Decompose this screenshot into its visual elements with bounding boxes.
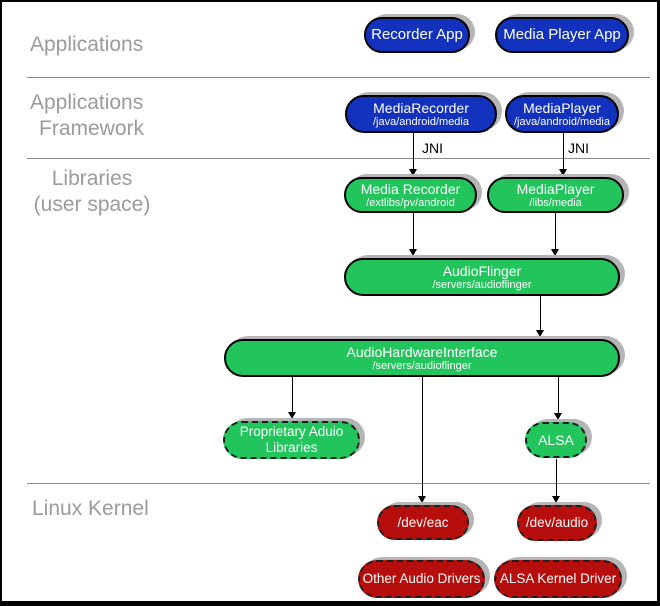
node-audiohardwareinterface: AudioHardwareInterface /servers/audiofli… bbox=[224, 339, 620, 377]
node-title: MediaPlayer bbox=[523, 99, 601, 116]
node-title: /dev/audio bbox=[525, 515, 589, 530]
node-title: AudioHardwareInterface bbox=[346, 343, 498, 360]
section-divider bbox=[27, 483, 650, 484]
arrowhead bbox=[409, 169, 417, 176]
node-alsa: ALSA bbox=[525, 422, 587, 458]
section-label-linux-kernel: Linux Kernel bbox=[32, 497, 149, 520]
node-media-player-app: Media Player App bbox=[495, 17, 629, 53]
section-divider bbox=[27, 77, 650, 78]
section-divider bbox=[27, 158, 650, 159]
connector-ahi-proprietary bbox=[292, 377, 293, 413]
section-label-libraries: Libraries (user space) bbox=[16, 166, 168, 218]
section-label-applications-framework: Applications Framework bbox=[30, 90, 144, 142]
node-mediaplayer-framework: MediaPlayer /java/android/media bbox=[505, 95, 619, 133]
connector-alsa-dev-audio bbox=[556, 459, 557, 497]
section-label-line: (user space) bbox=[33, 193, 151, 216]
node-alsa-kernel-driver: ALSA Kernel Driver bbox=[494, 560, 622, 598]
connector-mediaplayer-audioflinger bbox=[555, 213, 556, 250]
section-label-applications: Applications bbox=[30, 33, 144, 56]
node-audioflinger: AudioFlinger /servers/audioflinger bbox=[344, 258, 620, 296]
section-label-line: Applications bbox=[30, 91, 144, 114]
node-mediaplayer-library: MediaPlayer /libs/media bbox=[487, 177, 624, 213]
connector-audioflinger-ahi bbox=[540, 296, 541, 331]
node-recorder-app: Recorder App bbox=[364, 17, 470, 53]
node-other-audio-drivers: Other Audio Drivers bbox=[358, 560, 485, 598]
node-path: /java/android/media bbox=[513, 115, 610, 128]
node-title: ALSA bbox=[538, 432, 574, 448]
node-title: /dev/eac bbox=[397, 514, 449, 530]
section-label-line: Libraries bbox=[51, 167, 133, 190]
section-label-line: Framework bbox=[39, 117, 145, 140]
node-title: Other Audio Drivers bbox=[362, 571, 481, 586]
node-dev-audio: /dev/audio bbox=[517, 505, 597, 541]
connector-ahi-dev-eac bbox=[422, 377, 423, 497]
node-proprietary-audio-libraries: Proprietary Aduio Libraries bbox=[223, 421, 360, 459]
node-path: /servers/audioflinger bbox=[432, 278, 532, 291]
arrowhead bbox=[554, 413, 562, 420]
arrowhead bbox=[288, 412, 296, 419]
node-title: ALSA Kernel Driver bbox=[499, 571, 617, 586]
arrowhead bbox=[551, 249, 559, 256]
node-title: Libraries bbox=[265, 440, 318, 455]
node-title: Media Player App bbox=[503, 26, 621, 43]
arrowhead bbox=[552, 496, 560, 503]
node-title: Media Recorder bbox=[360, 180, 461, 197]
node-title: Proprietary Aduio bbox=[239, 424, 344, 439]
node-title: MediaPlayer bbox=[516, 180, 595, 197]
node-title: Recorder App bbox=[371, 26, 463, 43]
node-path: /servers/audioflinger bbox=[372, 359, 472, 372]
jni-label: JNI bbox=[568, 140, 589, 156]
jni-label: JNI bbox=[422, 140, 443, 156]
connector-ahi-alsa bbox=[558, 377, 559, 414]
node-dev-eac: /dev/eac bbox=[377, 505, 469, 540]
arrowhead bbox=[409, 249, 417, 256]
node-media-recorder-library: Media Recorder /extlibs/pv/android bbox=[344, 177, 477, 213]
connector-mediarecorder-audioflinger bbox=[413, 213, 414, 250]
node-title: AudioFlinger bbox=[442, 262, 522, 279]
node-mediarecorder-framework: MediaRecorder /java/android/media bbox=[345, 95, 497, 133]
connector-mediarecorder-jni bbox=[413, 133, 414, 169]
arrowhead bbox=[536, 330, 544, 337]
arrowhead bbox=[418, 496, 426, 503]
node-path: /extlibs/pv/android bbox=[366, 196, 455, 209]
node-path: /java/android/media bbox=[372, 115, 469, 128]
arrowhead bbox=[559, 169, 567, 176]
node-path: /libs/media bbox=[529, 196, 582, 209]
node-title: MediaRecorder bbox=[373, 99, 469, 116]
connector-mediaplayer-jni bbox=[563, 133, 564, 169]
